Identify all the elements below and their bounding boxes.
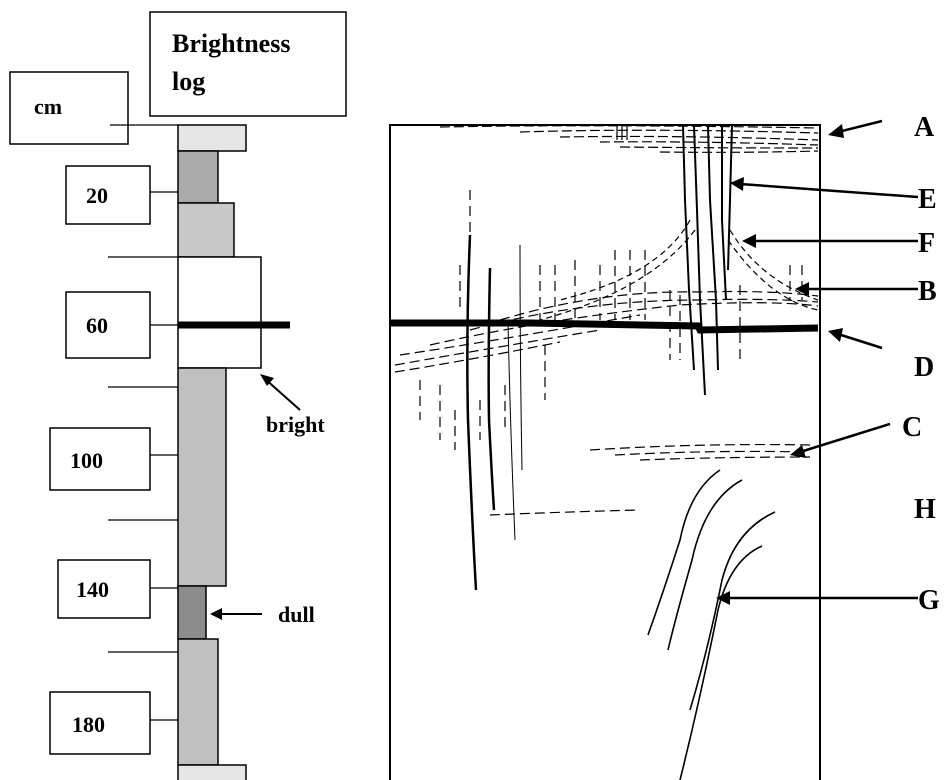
arrow-e-icon <box>739 182 919 199</box>
arrowhead-g-icon <box>716 591 730 605</box>
label-e: E <box>918 184 937 215</box>
arrowhead-b-icon <box>795 282 809 296</box>
log-segment-3 <box>177 202 235 258</box>
label-g: G <box>918 585 940 616</box>
dull-arrowhead-icon <box>210 608 222 620</box>
section-labels: A E F B D C H G <box>716 112 940 616</box>
label-f: F <box>918 228 935 259</box>
log-segment-bright <box>177 256 262 369</box>
bright-arrow-icon <box>263 377 301 411</box>
arrowhead-d-icon <box>828 328 843 342</box>
depth-label-100: 100 <box>70 448 103 473</box>
depth-label-140: 140 <box>76 577 109 602</box>
depth-label-box-180 <box>49 691 151 755</box>
arrow-c-icon <box>799 422 891 454</box>
streaks-g <box>647 469 776 780</box>
section-sketch <box>389 124 821 780</box>
band-a-ticks <box>616 125 628 140</box>
depth-label-box-60 <box>65 291 151 359</box>
depth-label-box-140 <box>57 559 151 619</box>
arrow-a-icon <box>837 119 883 134</box>
log-title-box <box>149 11 347 117</box>
depth-label-box-100 <box>49 427 151 491</box>
band-a <box>439 125 819 153</box>
depth-label-20: 20 <box>86 183 108 208</box>
log-title-line1: Brightness <box>172 29 290 58</box>
depth-label-60: 60 <box>86 313 108 338</box>
depth-label-box-20 <box>65 165 151 225</box>
band-c <box>589 443 811 461</box>
streaks-e <box>682 124 733 396</box>
bright-label: bright <box>266 412 325 437</box>
arrowhead-f-icon <box>742 234 756 248</box>
line-h <box>489 509 641 516</box>
dull-label: dull <box>278 602 315 627</box>
arrowhead-c-icon <box>790 445 806 458</box>
brightness-log: Brightness log cm 20 60 100 140 <box>9 11 347 780</box>
log-segment-2 <box>177 150 219 204</box>
log-segment-5 <box>177 367 227 587</box>
label-a: A <box>914 112 935 143</box>
log-segment-dull <box>177 585 207 640</box>
left-streaks <box>466 234 523 591</box>
unit-label: cm <box>34 94 62 119</box>
arrowhead-e-icon <box>730 177 744 191</box>
label-h: H <box>914 494 936 525</box>
log-segment-8 <box>177 764 247 780</box>
log-title-line2: log <box>172 67 205 96</box>
unit-label-box <box>9 71 129 145</box>
arrow-d-icon <box>837 332 883 350</box>
line-d <box>390 319 819 334</box>
fan-f <box>539 219 819 321</box>
log-segment-1 <box>177 124 247 152</box>
arrowhead-a-icon <box>828 124 844 138</box>
label-c: C <box>902 412 922 443</box>
label-d: D <box>914 352 934 383</box>
section-frame <box>389 124 821 780</box>
log-segment-7 <box>177 638 219 766</box>
label-b: B <box>918 276 937 307</box>
depth-label-180: 180 <box>72 712 105 737</box>
bright-arrowhead-icon <box>260 374 274 386</box>
